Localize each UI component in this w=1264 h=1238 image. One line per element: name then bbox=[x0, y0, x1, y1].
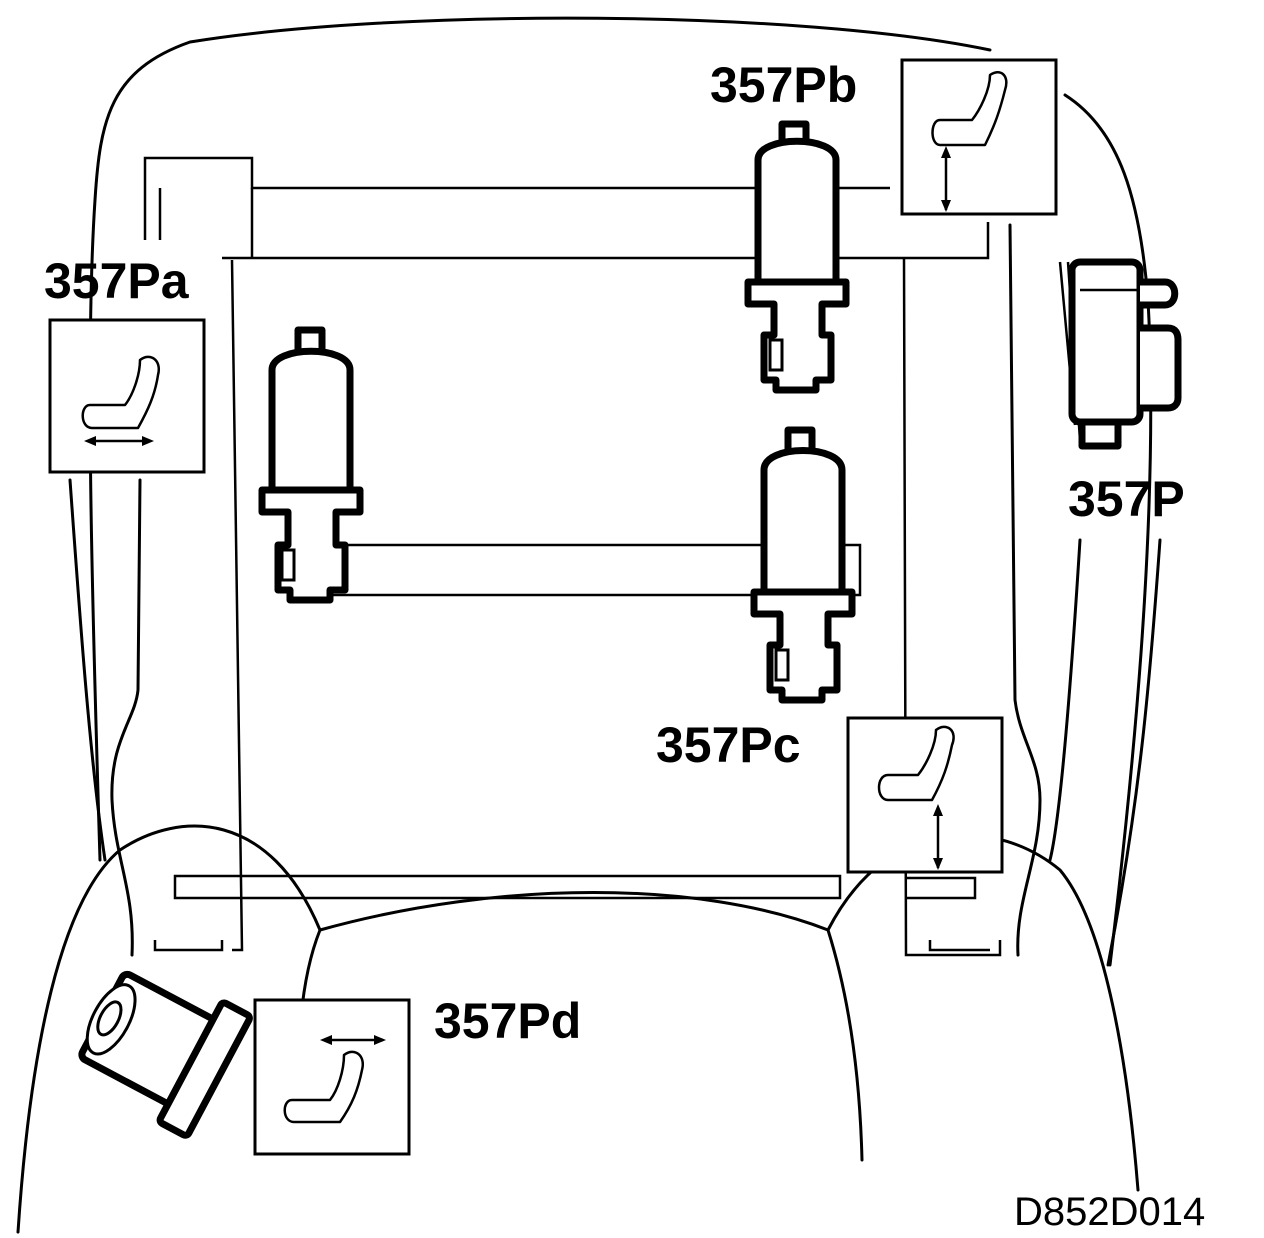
motor-357pa bbox=[258, 326, 364, 604]
seat-fore-aft-icon bbox=[48, 318, 206, 474]
seat-frame bbox=[143, 156, 1002, 957]
motor-357pd bbox=[78, 970, 253, 1139]
seat-backrest-recline-icon bbox=[253, 998, 411, 1156]
motor-357pc bbox=[750, 426, 856, 704]
seat-height-front-icon bbox=[900, 58, 1058, 216]
label-357p: 357P bbox=[1068, 471, 1185, 527]
seat-outline bbox=[16, 16, 1162, 1234]
label-357pd: 357Pd bbox=[434, 993, 582, 1049]
seat-switch-357p bbox=[1058, 258, 1182, 450]
motor-357pb bbox=[744, 120, 850, 394]
label-357pa: 357Pa bbox=[44, 253, 189, 309]
label-357pc: 357Pc bbox=[656, 717, 801, 773]
label-357pb: 357Pb bbox=[710, 57, 858, 113]
reference-code: D852D014 bbox=[1014, 1190, 1206, 1234]
seat-height-rear-icon bbox=[846, 716, 1004, 874]
